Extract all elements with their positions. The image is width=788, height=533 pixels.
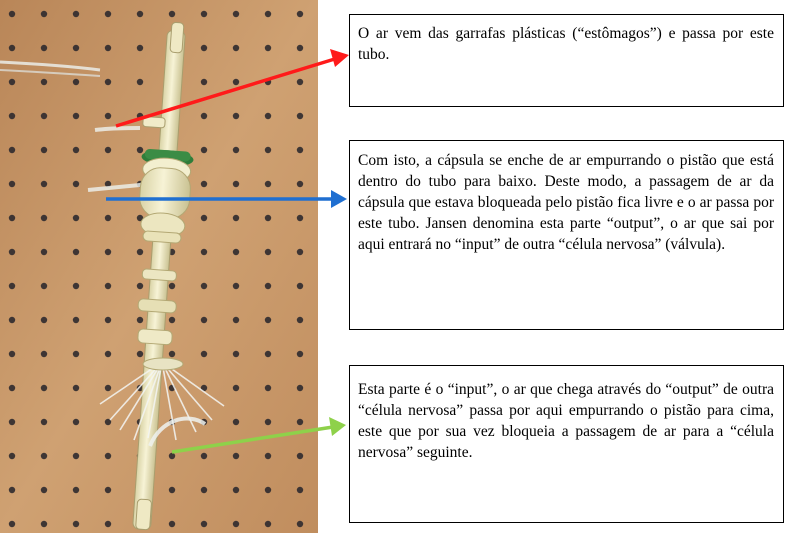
callout-middle-output: Com isto, a cápsula se enche de ar empur…	[349, 140, 784, 330]
callout-top-text: O ar vem das garrafas plásticas (“estôma…	[358, 25, 774, 63]
callout-middle-text: Com isto, a cápsula se enche de ar empur…	[358, 152, 774, 253]
callout-bottom-input: Esta parte é o “input”, o ar que chega a…	[349, 365, 784, 523]
callout-bottom-text: Esta parte é o “input”, o ar que chega a…	[358, 381, 774, 461]
callout-top-air-inlet: O ar vem das garrafas plásticas (“estôma…	[349, 14, 784, 107]
valve-photo	[0, 0, 318, 533]
